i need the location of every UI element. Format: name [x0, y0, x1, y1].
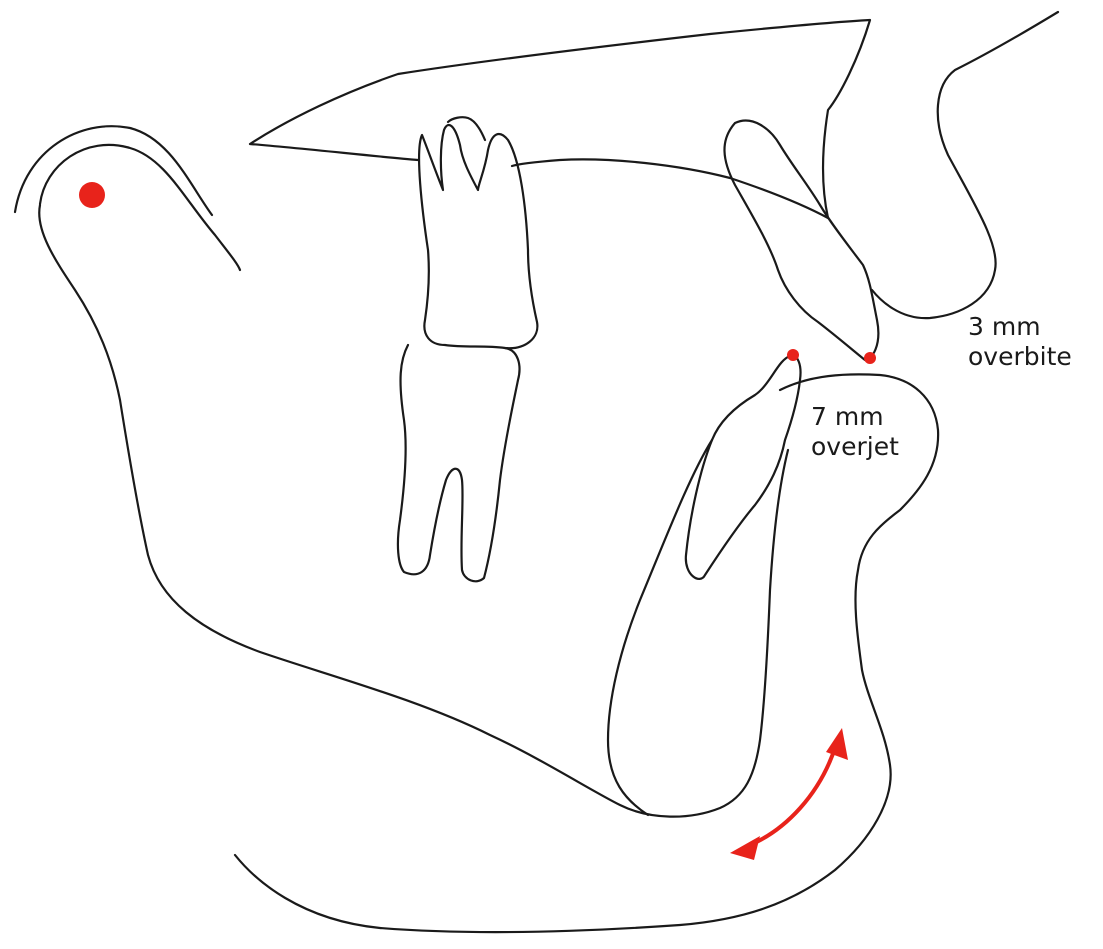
- lower-incisal-edge-icon: [787, 349, 799, 361]
- soft-tissue-nose-lip: [872, 12, 1058, 318]
- mandible-outline: [39, 205, 788, 817]
- overbite-annotation: 3 mm overbite: [968, 312, 1072, 372]
- glenoid-fossa-inner: [40, 145, 240, 270]
- overbite-value: 3 mm: [968, 312, 1072, 342]
- overjet-annotation: 7 mm overjet: [811, 402, 899, 462]
- upper-incisor: [724, 121, 878, 360]
- lower-molar: [398, 345, 520, 581]
- overbite-term: overbite: [968, 342, 1072, 372]
- upper-molar: [419, 125, 537, 348]
- condyle-point-icon: [79, 182, 105, 208]
- overjet-value: 7 mm: [811, 402, 899, 432]
- rotation-arrow-icon: [730, 728, 848, 860]
- maxilla-outline: [250, 20, 870, 218]
- upper-incisal-edge-icon: [864, 352, 876, 364]
- overjet-term: overjet: [811, 432, 899, 462]
- glenoid-fossa-outer: [15, 126, 212, 215]
